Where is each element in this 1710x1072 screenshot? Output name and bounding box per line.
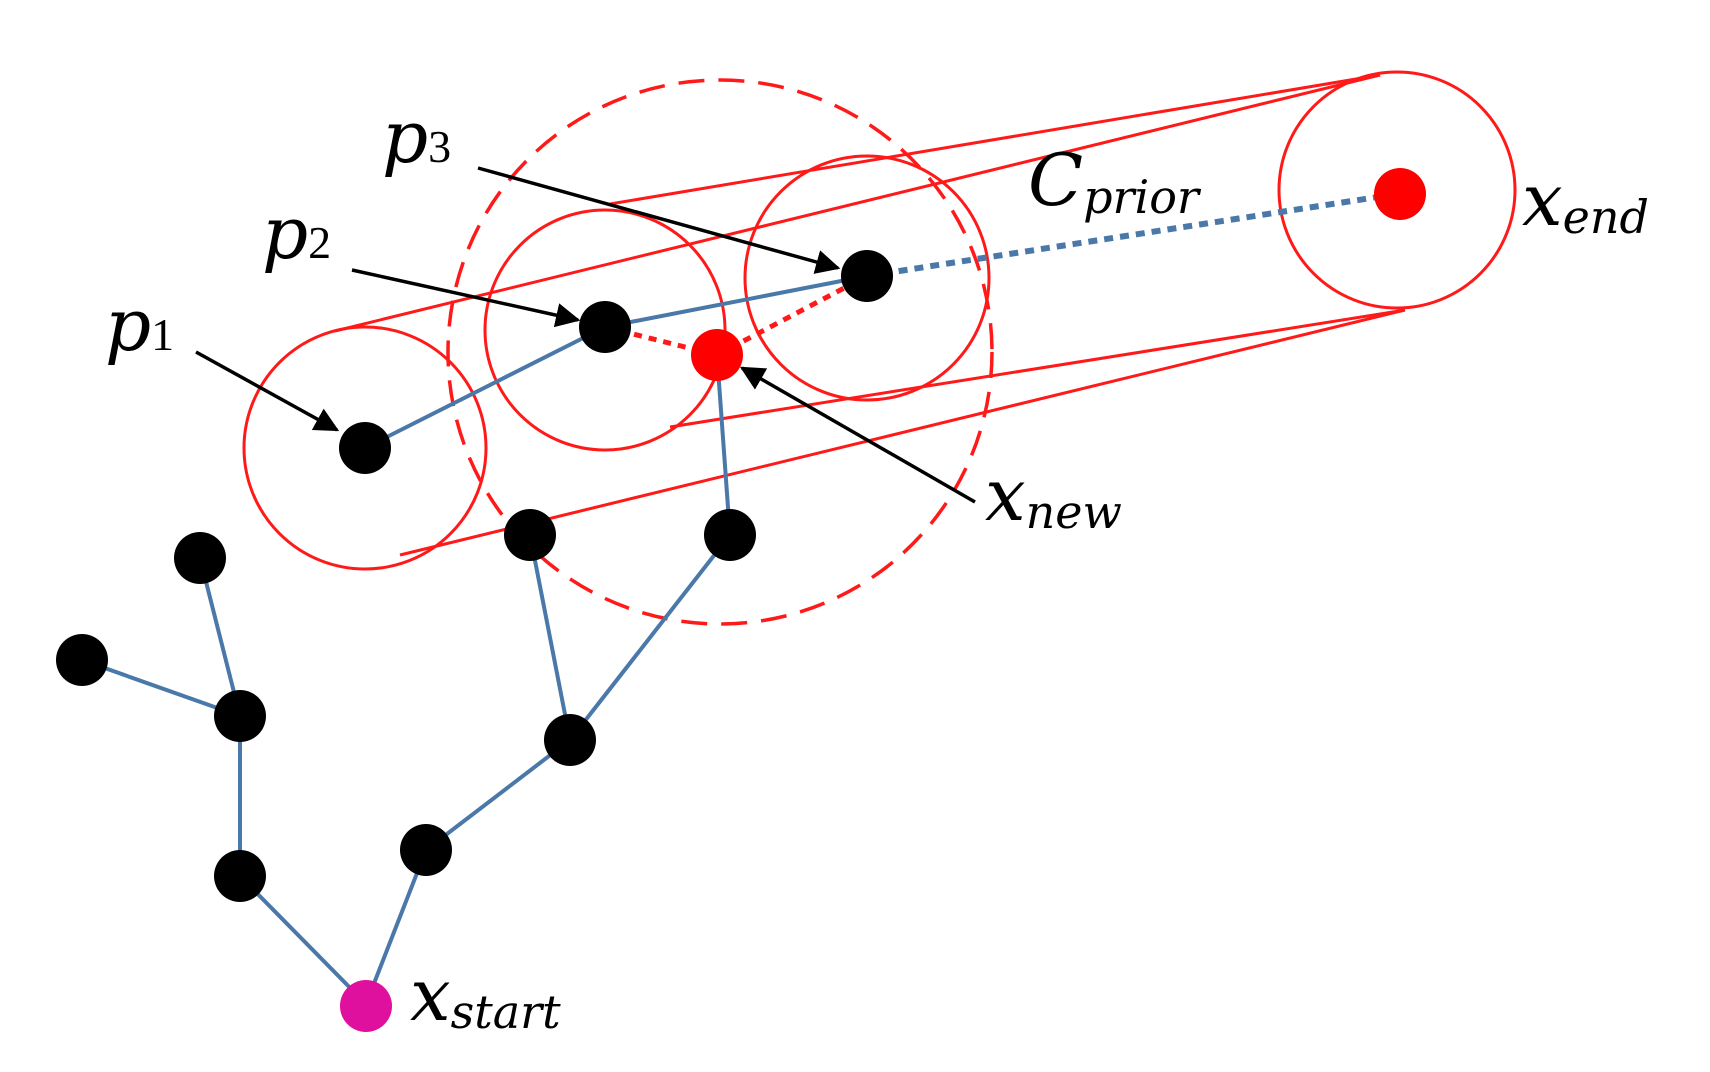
arrow-p3 (477, 166, 841, 274)
neighbor-radius-circle (446, 78, 994, 626)
tree-edge (604, 274, 868, 329)
tube-circle-p2 (483, 208, 727, 452)
corridor-upper-edge (334, 73, 1381, 333)
node-x-end (1374, 168, 1426, 220)
tree-nodes (56, 250, 893, 902)
tree-node (56, 634, 108, 686)
arrow-p1 (195, 350, 340, 432)
tube-circle-end (1277, 70, 1517, 310)
tree-node (544, 714, 596, 766)
label-x-end: xend (1522, 158, 1649, 244)
label-arrows (195, 166, 976, 504)
node-x-start (340, 980, 392, 1032)
tree-edge (198, 557, 242, 717)
label-x-start: xstart (410, 953, 561, 1039)
node-p2 (579, 301, 631, 353)
tree-edge (364, 849, 428, 1005)
tree-edge (528, 534, 572, 741)
tree-node (174, 532, 226, 584)
tree-edges (81, 274, 868, 1006)
tree-edge (568, 533, 732, 742)
tree-node (214, 690, 266, 742)
tree-node (400, 824, 452, 876)
tube-circles (242, 70, 1517, 571)
label-c-prior: Cprior (1028, 138, 1202, 224)
label-p3: p3 (382, 95, 451, 179)
arrow-p2 (351, 268, 581, 328)
rewire-edge-p3 (715, 273, 869, 358)
arrow-x-new (739, 366, 976, 504)
corridor-inner-lower-edge (669, 308, 1406, 429)
label-p1: p1 (105, 283, 174, 367)
tree-edge (715, 354, 732, 536)
label-p2: p2 (262, 191, 331, 275)
tube-circle-p1 (242, 325, 488, 571)
tube-circle-p3 (743, 154, 991, 402)
tree-node (214, 850, 266, 902)
tree-edge (424, 738, 572, 852)
tree-edge (81, 658, 241, 718)
corridor-lower-edge (399, 308, 1406, 557)
corridor-inner-upper-edge (609, 73, 1381, 206)
label-x-new: xnew (985, 453, 1122, 539)
tree-node (704, 509, 756, 561)
prior-corridor (334, 73, 1406, 557)
tree-edge (238, 874, 368, 1006)
node-p1 (339, 422, 391, 474)
node-x-new (691, 329, 743, 381)
node-p3 (841, 250, 893, 302)
tree-node (504, 509, 556, 561)
tree-edge (364, 325, 606, 450)
